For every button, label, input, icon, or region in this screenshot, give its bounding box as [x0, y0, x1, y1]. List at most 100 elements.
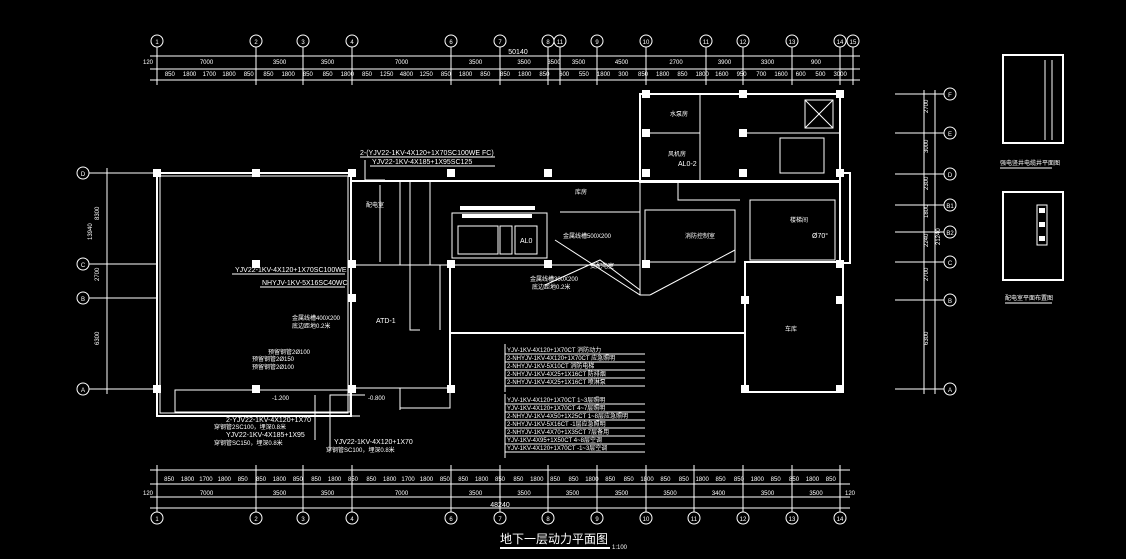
cable-row: YJV-1KV-4X95+1X50CT 4~8层空调: [507, 436, 602, 444]
dimension-text: 1800: [328, 477, 342, 483]
cable-schedule-tables: YJV-1KV-4X120+1X70CT 消防动力2-NHYJV-1KV-4X1…: [504, 344, 645, 458]
dimension-text: 1800: [383, 477, 397, 483]
top-axis-label: 11: [557, 40, 564, 46]
dimension-text: 550: [579, 72, 590, 78]
elevation-1: -1.200: [272, 396, 290, 402]
column: [642, 90, 650, 98]
dimension-text: 1800: [530, 477, 544, 483]
bottom-axis-label: 11: [691, 517, 698, 523]
dimension-text: 850: [311, 477, 322, 483]
dimension-text: 850: [348, 477, 359, 483]
dimension-text: 850: [605, 477, 616, 483]
dimension-text: 1800: [273, 477, 287, 483]
room-label: 配电室: [366, 201, 384, 209]
dimension-text: 500: [815, 72, 826, 78]
dimension-text: 7000: [200, 491, 214, 497]
cable-row: 2-NHYJV-1KV-4X70+1X35CT 7层备用: [507, 428, 609, 436]
dimension-text: 850: [677, 72, 688, 78]
column: [836, 169, 844, 177]
right-dimension: 21240: [936, 228, 942, 245]
dimension-text: 1800: [695, 72, 709, 78]
cable-row: 2-NHYJV-1KV-4X25+1X16CT 喷淋泵: [507, 378, 606, 386]
tray-label-2: 金属线槽500X200: [563, 232, 612, 240]
dimension-text: 600: [559, 72, 570, 78]
left-axis-label: C: [81, 263, 86, 269]
transformer-room-equipment: [451, 212, 548, 259]
dimension-text: 1250: [380, 72, 394, 78]
right-dimension: 6300: [924, 331, 930, 345]
cable-row: 2-NHYJV-1KV-5X10CT 消防电梯: [507, 362, 594, 370]
column: [544, 260, 552, 268]
right-dimension: 1800: [924, 204, 930, 218]
dimension-text: 850: [440, 477, 451, 483]
dimension-text: 850: [164, 477, 175, 483]
elevation-2: -0.800: [368, 396, 386, 402]
dimension-text: 1800: [341, 72, 355, 78]
dimension-text: 850: [458, 477, 469, 483]
outgoing-label-1: 2-YJV22-1KV-4X120+1X70: [226, 417, 311, 424]
dimension-text: 850: [679, 477, 690, 483]
right-axis-label: F: [948, 93, 952, 99]
dimension-text: 3500: [761, 491, 775, 497]
bottom-axis-label: 14: [837, 517, 844, 523]
top-axis-label: 11: [703, 40, 710, 46]
dimension-text: 1800: [751, 477, 765, 483]
top-axis-label: 4: [350, 40, 354, 46]
dimension-text: 1800: [459, 72, 473, 78]
left-axis-label: A: [81, 388, 85, 394]
dimension-text: 7000: [200, 60, 214, 66]
bottom-axis-label: 8: [546, 517, 550, 523]
building-walls: [156, 93, 851, 417]
dimension-text: 3500: [273, 491, 287, 497]
top-axis-label: 2: [254, 40, 258, 46]
dimension-text: 1800: [181, 477, 195, 483]
room-label: 风机房: [668, 150, 686, 158]
column: [642, 169, 650, 177]
column: [836, 260, 844, 268]
room-label: 水泵房: [670, 110, 688, 118]
top-axis-label: 9: [595, 40, 599, 46]
column: [836, 385, 844, 393]
dimension-text: 7000: [395, 60, 409, 66]
dimension-text: 3400: [712, 491, 726, 497]
dimension-text: 850: [323, 72, 334, 78]
cable-row: YJV-1KV-4X120+1X70CT 1~3层照明: [507, 397, 605, 404]
bottom-axis-label: 9: [595, 517, 599, 523]
dimension-text: 3500: [809, 491, 823, 497]
dimension-text: 850: [303, 72, 314, 78]
dimension-text: 3300: [761, 60, 775, 66]
column: [348, 385, 356, 393]
sleeve-label-3: 预留钢管2Ø100: [252, 363, 295, 371]
right-dimension: 2300: [924, 176, 930, 190]
dimension-text: 3500: [517, 60, 531, 66]
dimension-text: 3500: [273, 60, 287, 66]
column: [741, 385, 749, 393]
column: [741, 296, 749, 304]
sleeve-label-2: 预留钢管2Ø150: [252, 355, 295, 363]
column: [642, 129, 650, 137]
column: [348, 294, 356, 302]
room-label: 变配电室: [590, 262, 614, 270]
tray-label-1: 金属线槽400X200: [292, 314, 341, 322]
outgoing-label-2: YJV22-1KV-4X185+1X95: [226, 432, 305, 439]
dimension-text: 700: [756, 72, 767, 78]
top-dimension-chain: 50140: [150, 49, 860, 81]
column: [252, 260, 260, 268]
outgoing-label-1b: 穿钢管2SC100，埋深0.8米: [214, 423, 286, 431]
dimension-text: 3500: [469, 60, 483, 66]
left-dimension: 2700: [95, 267, 101, 281]
cable-row: YJV-1KV-4X120+1X70CT 4~7层照明: [507, 405, 605, 412]
dimension-text: 850: [550, 477, 561, 483]
dimension-text: 850: [789, 477, 800, 483]
dimension-text: 1600: [774, 72, 788, 78]
dimension-text: 850: [660, 477, 671, 483]
annotations: 2-(YJV22-1KV-4X120+1X70SC100WE FC) YJV22…: [214, 110, 828, 454]
dimension-text: 7000: [395, 491, 409, 497]
top-axis-label: 14: [837, 40, 844, 46]
dimension-text: 120: [143, 60, 154, 66]
left-dimension: 13940: [88, 223, 94, 240]
dimension-text: 850: [362, 72, 373, 78]
dimension-text: 3000: [833, 72, 847, 78]
dimension-text: 1800: [183, 72, 197, 78]
